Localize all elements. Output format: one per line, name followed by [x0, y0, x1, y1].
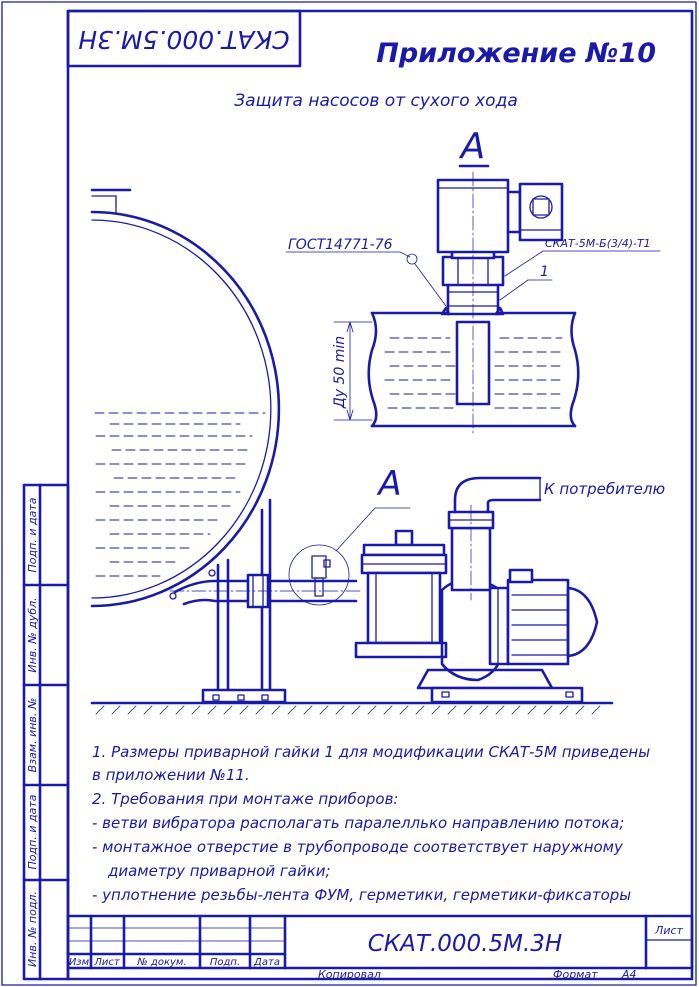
- note-line: диаметру приварной гайки;: [107, 862, 331, 880]
- side-stamp-label: Взам. инв. №: [26, 698, 39, 773]
- gost-label: ГОСТ14771-76: [288, 237, 393, 253]
- format-value: А4: [621, 968, 637, 981]
- title-block-sheet-label: Лист: [654, 924, 683, 937]
- suction-pipe: [169, 573, 361, 609]
- detail-label-pump: А: [376, 464, 401, 504]
- note-line: - уплотнение резьбы-лента ФУМ, герметики…: [92, 886, 631, 904]
- pump: [416, 476, 599, 704]
- appendix-title: Приложение №10: [376, 38, 656, 69]
- detail-a-callout: А: [288, 464, 411, 606]
- rotated-code-box: СКАТ.000.5М.3Н: [66, 9, 302, 68]
- note-line: в приложении №11.: [92, 766, 250, 784]
- format-label: Формат: [553, 968, 598, 981]
- copied-label: Копировал: [318, 968, 381, 981]
- side-stamp-label: Подп. и дата: [26, 794, 39, 869]
- title-block-column: Дата: [253, 957, 280, 968]
- consumer-label: К потребителю: [544, 480, 665, 498]
- title-block-column: Лист: [93, 957, 121, 968]
- detail-label-top: А: [459, 126, 486, 167]
- part-number-label: 1: [540, 264, 549, 280]
- title-block-column: № докум.: [136, 957, 186, 968]
- side-stamp-label: Инв. № дубл.: [26, 597, 39, 672]
- side-stamp-label: Инв. № подл.: [26, 891, 39, 967]
- detail-a-view: А: [285, 126, 661, 436]
- title-block-code: СКАТ.000.5М.3Н: [368, 931, 562, 957]
- note-line: - ветви вибратора располагать паралелльк…: [92, 814, 624, 832]
- note-line: 2. Требования при монтаже приборов:: [92, 790, 398, 808]
- title-block: СКАТ.000.5М.3Н Лист Изм Лист № докум. По…: [66, 914, 694, 981]
- note-line: 1. Размеры приварной гайки 1 для модифик…: [92, 743, 650, 761]
- side-stamp: Подп. и дата Инв. № дубл. Взам. инв. № П…: [22, 483, 70, 981]
- side-stamp-label: Подп. и дата: [26, 497, 39, 572]
- diameter-label: Ду 50 min: [332, 336, 348, 409]
- notes: 1. Размеры приварной гайки 1 для модифик…: [92, 743, 650, 904]
- filter-housing: [354, 529, 448, 659]
- rotated-code: СКАТ.000.5М.3Н: [78, 25, 290, 54]
- ground: [90, 701, 614, 715]
- device-label: СКАТ-5М-Б(3/4)-Т1: [545, 237, 651, 250]
- tank: [90, 188, 281, 608]
- title-block-column: Изм: [69, 957, 90, 968]
- drawing-title: Защита насосов от сухого хода: [234, 91, 518, 111]
- note-line: - монтажное отверстие в трубопроводе соо…: [92, 838, 624, 856]
- title-block-column: Подп.: [210, 957, 240, 968]
